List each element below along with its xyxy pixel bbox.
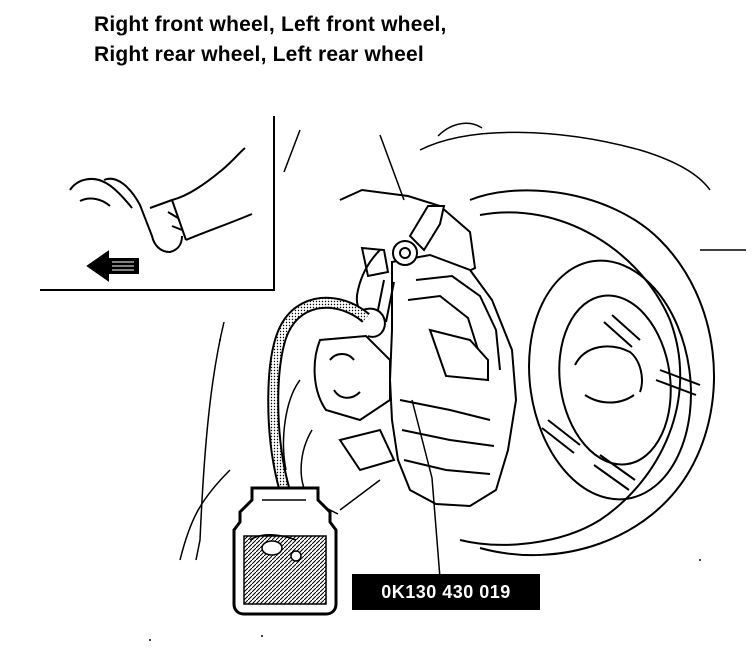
part-leader-line [411,399,441,579]
brake-disc [459,189,715,557]
pedal-inset [40,116,275,291]
brake-pedal-foot-icon [69,147,253,254]
scan-speckles [149,339,701,641]
heading-line-2: Right rear wheel, Left rear wheel [94,43,424,66]
push-arrow-icon [86,250,139,282]
heading-line-1: Right front wheel, Left front wheel, [94,13,447,36]
suspension-linework [179,321,381,561]
inset-leader-line [283,129,301,173]
part-number-label: 0K130 430 019 [352,574,540,610]
dust-shield [419,122,746,251]
bleeder-bottle-icon [232,486,338,616]
instruction-heading: Right front wheel, Left front wheel, Rig… [94,10,447,70]
